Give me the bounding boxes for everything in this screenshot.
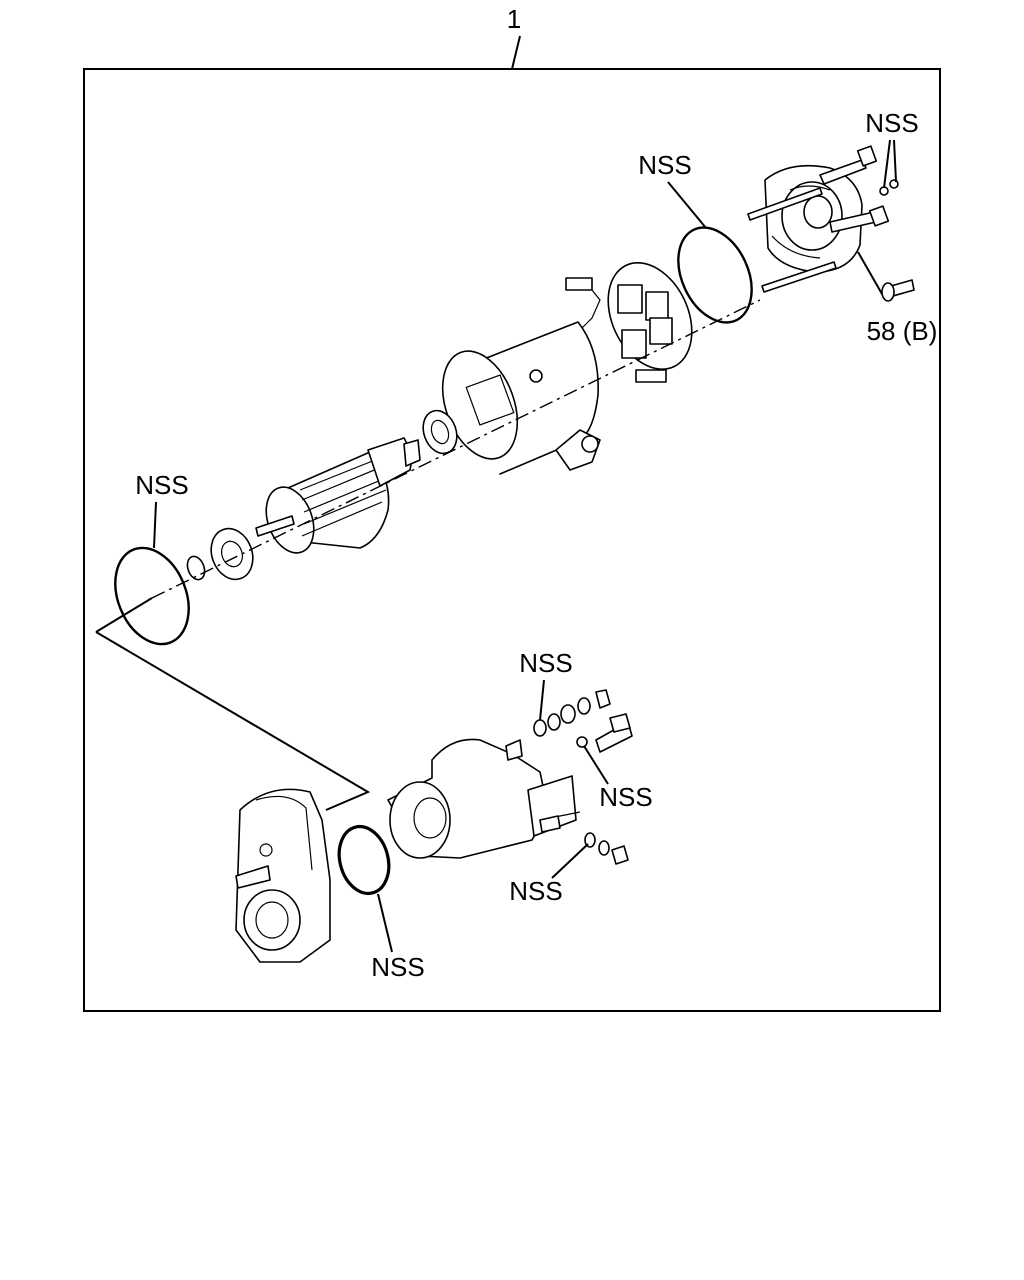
- callout-nss-terminal-washer-right: NSS: [599, 782, 652, 812]
- callout-nss-armature-ring: NSS: [135, 470, 188, 500]
- callout-nss-end-cover-ring-leader: [667, 181, 707, 229]
- yoke: [441, 321, 601, 475]
- terminal-hardware-top: [533, 689, 611, 737]
- assembly-axis-connector: [95, 597, 371, 811]
- callout-nss-terminal-washer-bottom: NSS: [509, 876, 562, 906]
- callout-nss-end-cover-screws-leader: [883, 139, 897, 189]
- thrust-washer: [186, 555, 206, 581]
- callout-nss-end-cover-screws: NSS: [865, 108, 918, 138]
- end-cover-o-ring: [677, 226, 753, 324]
- callout-assembly-number: 1: [507, 4, 521, 34]
- armature-side-o-ring: [114, 546, 190, 646]
- callout-nss-terminal-washer-bottom-leader: [551, 843, 589, 879]
- callout-nss-terminal-washer-top-leader: [539, 679, 545, 721]
- callout-nss-housing-seal-leader: [377, 893, 393, 953]
- brush-holder: [565, 261, 693, 383]
- through-bolts: [747, 187, 915, 302]
- front-housing: [235, 788, 331, 963]
- callout-nss-armature-ring-leader: [153, 501, 157, 549]
- armature-bearing-lower: [210, 527, 254, 581]
- callout-through-bolt: 58 (B): [867, 316, 938, 346]
- callout-nss-terminal-washer-top: NSS: [519, 648, 572, 678]
- solenoid-housing: [387, 738, 581, 859]
- callout-nss-end-cover-ring: NSS: [638, 150, 691, 180]
- end-cover-screws: [819, 145, 899, 233]
- terminal-hardware-bottom: [584, 832, 629, 865]
- callout-through-bolt-leader: [857, 251, 883, 295]
- terminal-lead-plate: [576, 713, 633, 753]
- callout-assembly-leader: [511, 35, 521, 70]
- armature: [255, 437, 421, 554]
- assembly-axis-upper: [151, 299, 761, 599]
- housing-seal-ring: [337, 824, 391, 896]
- callout-nss-housing-seal: NSS: [371, 952, 424, 982]
- callout-nss-terminal-washer-right-leader: [583, 745, 609, 785]
